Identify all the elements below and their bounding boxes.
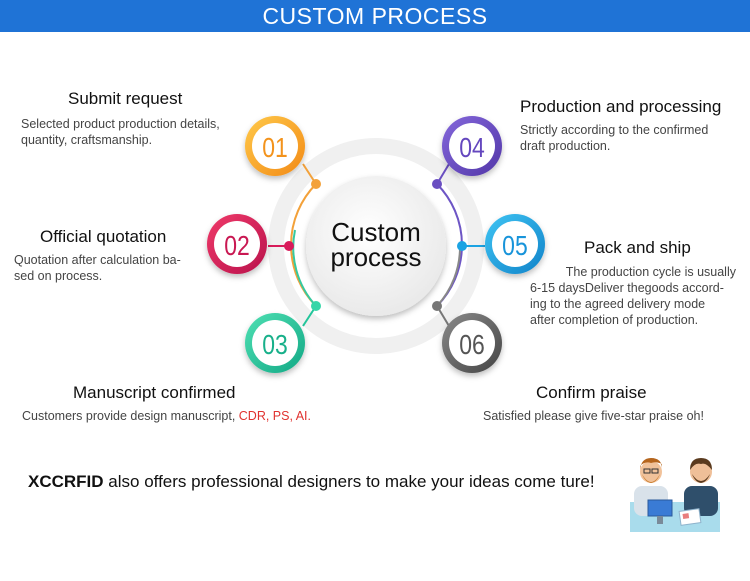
step-number-02: 02 — [224, 231, 250, 262]
step-desc-05: The production cycle is usually 6-15 day… — [530, 265, 736, 327]
step-number-05: 05 — [502, 231, 528, 262]
center-label-line1: Custom — [331, 217, 421, 247]
connector-dot-01 — [311, 179, 321, 189]
designer-right — [684, 458, 718, 516]
step-title-01: Submit request — [68, 89, 183, 108]
step-desc-03: Customers provide design manuscript, CDR… — [22, 409, 312, 423]
connector-dot-05 — [457, 241, 467, 251]
step-badge-05: 05 — [485, 214, 545, 274]
connector-dot-03 — [311, 301, 321, 311]
file-formats-highlight: CDR, PS, AI. — [238, 409, 312, 423]
step-title-04: Production and processing — [520, 97, 722, 116]
step-badge-01: 01 — [245, 116, 305, 176]
monitor-icon — [647, 499, 673, 524]
footer-tagline: XCCRFID also offers professional designe… — [28, 472, 595, 492]
step-badge-04: 04 — [442, 116, 502, 176]
page-title: CUSTOM PROCESS — [262, 3, 488, 29]
step-desc-01: Selected product production details, qua… — [21, 117, 220, 147]
connector-dot-04 — [432, 179, 442, 189]
step-title-06: Confirm praise — [536, 383, 647, 402]
title-banner: CUSTOM PROCESS — [0, 0, 750, 32]
step-desc-04: Strictly according to the confirmed draf… — [520, 123, 709, 153]
step-desc-02: Quotation after calculation ba- sed on p… — [14, 253, 181, 283]
step-desc-06: Satisfied please give five-star praise o… — [483, 409, 704, 423]
tagline-text: also offers professional designers to ma… — [103, 472, 595, 491]
left-arc-lower — [292, 229, 317, 307]
connector-dot-02 — [284, 241, 294, 251]
step-title-05: Pack and ship — [584, 238, 691, 257]
step-title-03: Manuscript confirmed — [73, 383, 236, 402]
right-arc-lower — [436, 245, 462, 307]
connector-dot-06 — [432, 301, 442, 311]
brand-name: XCCRFID — [28, 472, 104, 491]
document-icon — [678, 508, 702, 526]
step-badge-02: 02 — [207, 214, 267, 274]
step-number-04: 04 — [459, 133, 485, 164]
center-label-line2: process — [330, 242, 421, 272]
step-badge-06: 06 — [442, 313, 502, 373]
step-number-01: 01 — [262, 133, 288, 164]
step-number-03: 03 — [262, 330, 288, 361]
step-title-02: Official quotation — [40, 227, 167, 246]
center-hub — [306, 176, 446, 316]
designers-illustration — [630, 458, 720, 532]
step-number-06: 06 — [459, 330, 485, 361]
step-badge-03: 03 — [245, 313, 305, 373]
